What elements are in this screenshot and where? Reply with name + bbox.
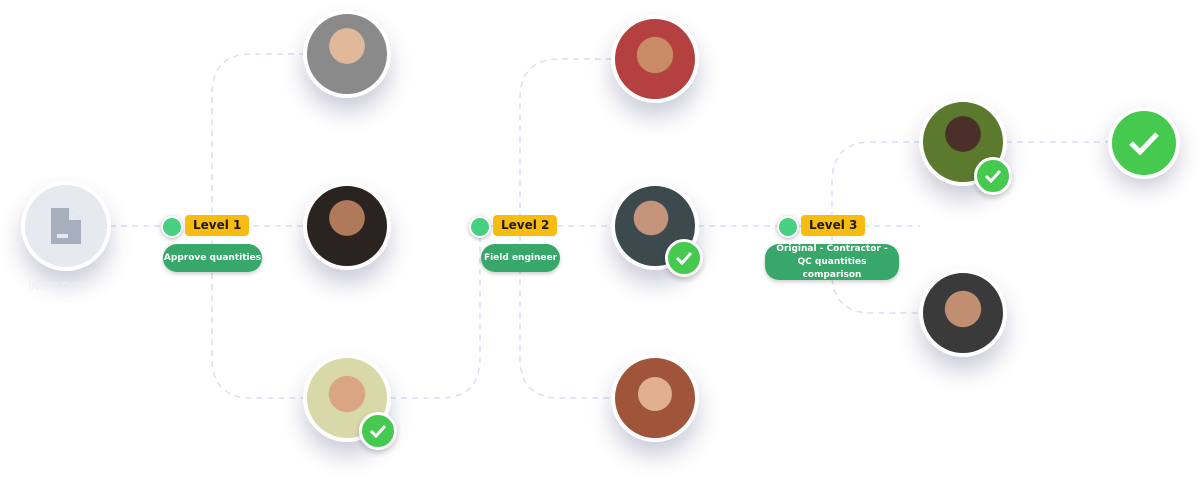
level-1-badge: Level 1 [185, 215, 250, 236]
level-3-task[interactable]: Original - Contractor - QC quantities co… [765, 244, 899, 280]
level-1-dot [161, 216, 183, 238]
level-3-dot [777, 216, 799, 238]
approver-avatar[interactable] [303, 182, 391, 270]
level-2-task[interactable]: Field engineer [481, 244, 560, 272]
level-1-task[interactable]: Approve quantities [163, 244, 262, 272]
approved-check-icon [359, 412, 397, 450]
initiation-label: INITIATION [28, 280, 87, 293]
approved-check-icon [974, 157, 1012, 195]
level-2-dot [469, 216, 491, 238]
approver-avatar[interactable] [303, 10, 391, 98]
level-3-badge: Level 3 [801, 215, 866, 236]
workflow-complete-icon [1108, 107, 1180, 179]
approver-avatar[interactable] [611, 15, 699, 103]
approved-check-icon [665, 239, 703, 277]
document-icon [51, 208, 81, 244]
level-2-badge: Level 2 [493, 215, 558, 236]
approver-avatar[interactable] [919, 269, 1007, 357]
approver-avatar[interactable] [611, 354, 699, 442]
initiation-node[interactable] [21, 181, 111, 271]
approver-avatar[interactable] [303, 354, 391, 442]
